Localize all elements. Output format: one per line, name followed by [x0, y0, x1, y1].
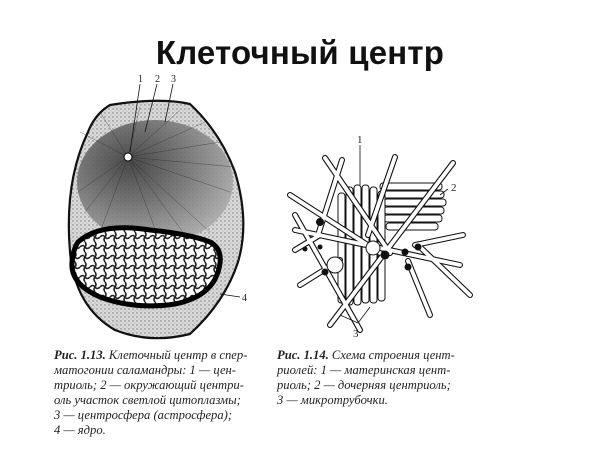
- caption-line: риолей: 1 — материнская цент-: [277, 363, 451, 377]
- caption-line: 3 — центросфера (астросфера);: [54, 408, 233, 422]
- caption-line: матогонии саламандры: 1 — цен-: [54, 363, 236, 377]
- nucleus: [69, 225, 223, 309]
- fig1-label-2: 2: [155, 74, 160, 85]
- fig1-label-3: 3: [171, 74, 176, 85]
- figure-cell-centrosphere: 1 2 3 4: [67, 74, 247, 340]
- fig2-label-1: 1: [357, 134, 363, 146]
- caption-line: риоль; 2 — дочерняя центриоль;: [277, 378, 451, 392]
- figure-1-caption-label: Рис. 1.13.: [54, 348, 106, 362]
- centriole: [123, 152, 133, 162]
- fig2-label-2: 2: [451, 182, 457, 194]
- fig2-label-3: 3: [353, 328, 359, 340]
- fig1-label-4: 4: [242, 293, 247, 304]
- caption-line: оль участок светлой цитоплазмы;: [54, 393, 241, 407]
- caption-line: триоль; 2 — окружающий центри-: [54, 378, 244, 392]
- caption-line: 3 — микротрубочки.: [277, 393, 388, 407]
- slide-title: Клеточный центр: [155, 34, 445, 71]
- caption-line: Клеточный центр в спер-: [105, 348, 248, 362]
- caption-line: 4 — ядро.: [54, 423, 106, 437]
- fig1-label-1: 1: [138, 74, 143, 85]
- caption-line: Схема строения цент-: [328, 348, 455, 362]
- microtubules: [287, 154, 473, 333]
- figure-1-caption: Рис. 1.13. Клеточный центр в спер- матог…: [54, 348, 259, 438]
- figure-centriole-schema: 1 2 3: [287, 134, 473, 340]
- figure-2-caption: Рис. 1.14. Схема строения цент- риолей: …: [277, 348, 477, 408]
- figure-2-caption-label: Рис. 1.14.: [277, 348, 329, 362]
